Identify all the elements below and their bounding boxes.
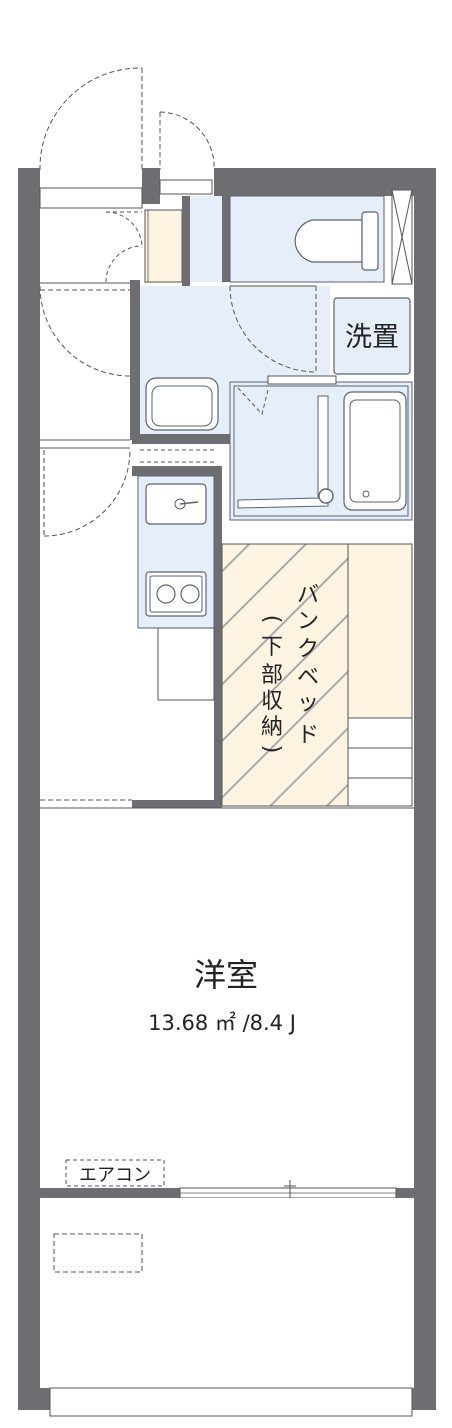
bunk-char-3: ベ [297,665,319,690]
balcony-rail [49,1387,413,1417]
bunk-bed [221,543,413,807]
genkan [39,187,183,284]
bunk-ladder [347,717,413,807]
aircon: エアコン [65,1159,165,1187]
bunk-sub-char-2: 部 [261,663,283,688]
toilet-room [190,195,385,283]
western-room: 洋室 13.68 ㎡ /8.4 J [40,807,414,1035]
aircon-label: エアコン [79,1165,151,1186]
room-name: 洋室 [194,956,258,994]
bunk-sub-char-3: 収 [261,689,283,714]
bunk-char-4: ッ [297,691,319,716]
bunk-sub-char-4: 納 [261,715,283,740]
washing-machine-space [333,297,411,375]
bathroom [229,375,413,521]
bunk-char-1: ン [297,609,319,634]
room-area: 13.68 ㎡ /8.4 J [148,1011,296,1035]
washbasin-icon [145,377,219,431]
bunk-bed-label: バ ン ク ベ ッ ド ( 下 部 収 納 ) [259,583,319,753]
aircon-outdoor-unit [53,1233,143,1273]
entrance-door-swing [39,67,215,171]
west-doors [39,285,132,801]
bunk-sub-char-0: ( [259,615,284,624]
bunk-sub-char-5: ) [259,745,284,754]
balcony [40,1198,414,1417]
stove-icon [145,571,207,617]
bunk-char-2: ク [297,637,319,662]
bunk-char-5: ド [297,723,319,748]
bunk-sub-char-1: 下 [261,635,283,660]
laundry-label: 洗置 [345,322,399,353]
toilet-icon [294,219,363,263]
kitchen [137,449,215,701]
bathtub-icon [343,391,407,511]
bunk-char-0: バ [297,583,319,608]
